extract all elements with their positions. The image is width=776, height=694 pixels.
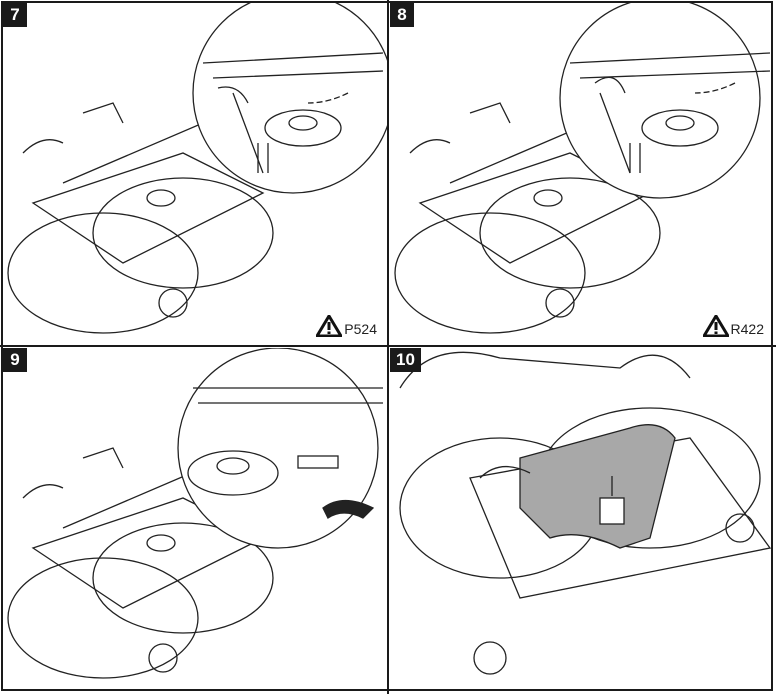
warning-label: R422 — [702, 315, 764, 337]
step-9-illustration — [7, 348, 383, 679]
step-9-panel: 9 — [3, 348, 387, 690]
step-number: 8 — [390, 3, 414, 27]
panel-divider-vertical — [387, 0, 389, 694]
step-number: 10 — [390, 348, 421, 372]
warning-code: P524 — [344, 321, 377, 337]
step-7-illustration — [7, 3, 387, 334]
step-number: 9 — [3, 348, 27, 372]
warning-label: P524 — [316, 315, 377, 337]
warning-triangle-icon — [702, 315, 729, 337]
step-8-illustration — [394, 3, 771, 334]
warning-triangle-icon — [316, 315, 343, 337]
step-number: 7 — [3, 3, 27, 27]
step-7-panel: 7 P524 — [3, 3, 387, 345]
step-10-illustration — [399, 351, 772, 675]
step-8-panel: 8 R422 — [390, 3, 774, 345]
warning-code: R422 — [730, 321, 764, 337]
panel-divider-horizontal — [0, 345, 776, 347]
step-10-panel: 10 — [390, 348, 774, 690]
